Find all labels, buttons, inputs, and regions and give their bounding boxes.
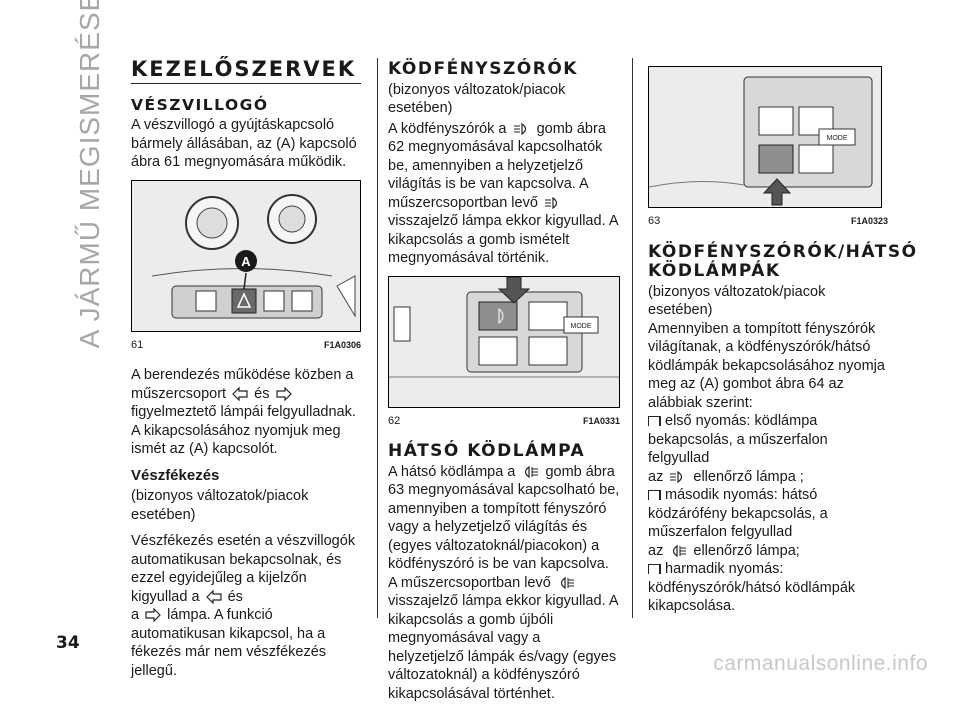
emergency-brake-para: Vészfékezés esetén a vészvillogók automa…	[131, 533, 356, 679]
emergency-brake-variant: (bizonyos változatok/piacok esetében)	[131, 488, 309, 523]
front-fog-icon	[670, 470, 683, 483]
rear-fog-heading: HÁTSÓ KÖDLÁMPA	[388, 441, 586, 461]
hazard-intro: A vészvillogó a gyújtáskapcsoló bármely …	[131, 117, 357, 170]
fog-variant: (bizonyos változatok/piacok esetében)	[388, 81, 566, 117]
column-2: KÖDFÉNYSZÓRÓK (bizonyos változatok/piaco…	[388, 60, 620, 711]
front-fog-icon	[513, 122, 526, 135]
hazard-heading: VÉSZVILLOGÓ	[131, 95, 269, 114]
section-side-title: A JÁRMŰ MEGISMERÉSE	[74, 0, 105, 349]
list-item: harmadik nyomás: ködfényszórók/hátsó köd…	[648, 561, 856, 614]
section-heading: KEZELŐSZERVEK	[131, 59, 361, 84]
list-item: első nyomás: ködlámpa bekapcsolás, a műs…	[648, 413, 828, 485]
page-number: 34	[56, 633, 80, 653]
watermark: carmanualsonline.info	[713, 652, 928, 675]
turn-right-icon	[275, 386, 292, 401]
figure-61: A	[131, 179, 361, 332]
column-divider	[632, 58, 633, 618]
hazard-para: A berendezés működése közben a műszercso…	[131, 367, 356, 457]
rear-fog-icon	[560, 576, 574, 589]
fog-heading: KÖDFÉNYSZÓRÓK	[388, 59, 578, 79]
bullet-icon	[648, 416, 661, 427]
turn-left-icon	[232, 386, 248, 401]
front-fog-icon	[544, 196, 558, 209]
rear-fog-para: A hátsó ködlámpa a gomb ábra 63 megnyomá…	[388, 463, 620, 702]
turn-left-icon	[205, 589, 222, 604]
mode-label: MODE	[571, 323, 592, 330]
turn-right-icon	[145, 608, 161, 623]
fog-rear-heading: KÖDFÉNYSZÓRÓK/HÁTSÓ KÖDLÁMPÁK	[648, 241, 918, 281]
list-item: második nyomás: hátsó ködzárófény bekapc…	[648, 487, 828, 559]
callout-a: A	[241, 254, 251, 269]
figure-62: MODE	[388, 275, 620, 408]
fog-rear-variant: (bizonyos változatok/piacok esetében)	[648, 283, 826, 319]
bullet-icon	[648, 564, 661, 575]
press-list: első nyomás: ködlámpa bekapcsolás, a műs…	[648, 412, 888, 616]
fog-para: A ködfényszórók a gomb ábra 62 megnyomás…	[388, 120, 618, 267]
fog-rear-intro: Amennyiben a tompított fényszórók világí…	[648, 320, 885, 411]
mode-label: MODE	[827, 135, 848, 142]
emergency-brake-heading: Vészfékezés	[131, 466, 220, 484]
rear-fog-icon	[525, 465, 539, 478]
hazard-switch-illustration: A	[132, 180, 360, 331]
rear-fog-icon	[673, 544, 687, 557]
column-1: KEZELŐSZERVEK VÉSZVILLOGÓ A vészvillogó …	[131, 59, 361, 688]
bullet-icon	[648, 490, 661, 501]
fog-switch-illustration: MODE	[389, 276, 619, 407]
rear-fog-switch-illustration: MODE	[649, 67, 881, 207]
figure-63: MODE	[648, 66, 882, 208]
column-divider	[377, 58, 378, 618]
